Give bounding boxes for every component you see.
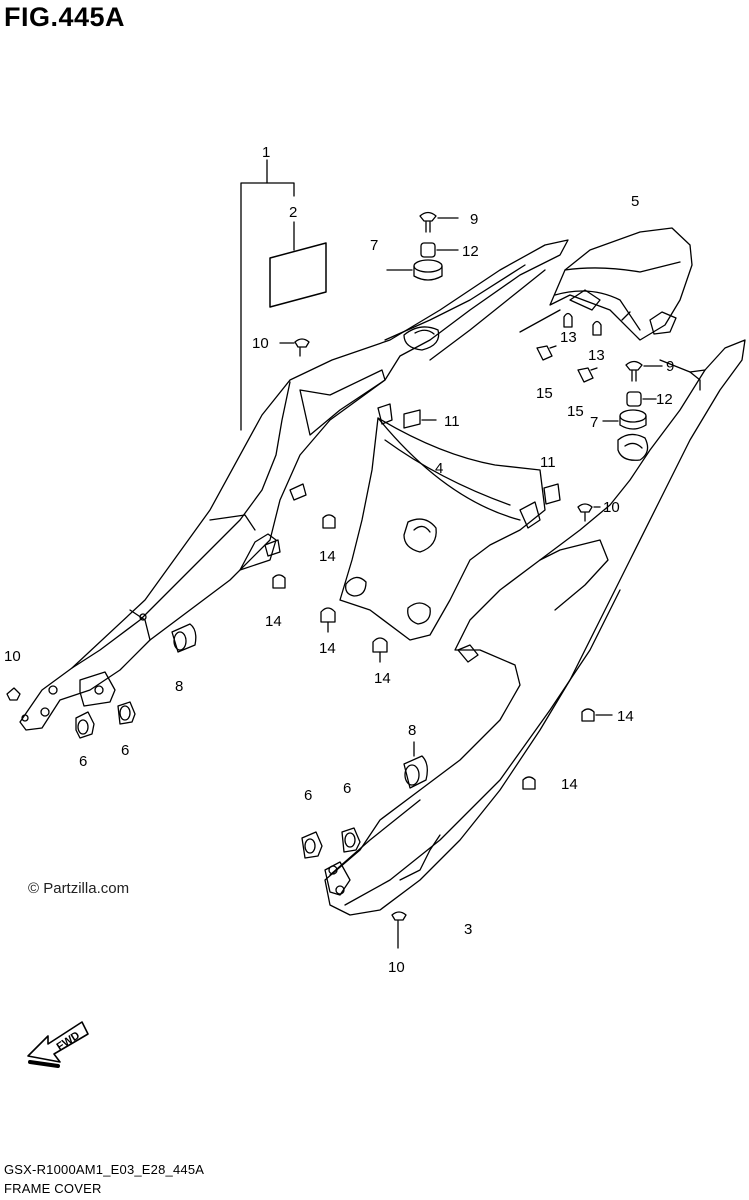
callout-8b: 8 [408,722,416,739]
part-12-collar-top [420,242,459,258]
callout-3: 3 [464,921,472,938]
figure-title: FIG.445A [4,2,126,32]
callout-6c: 6 [304,787,312,804]
diagram-caption: FRAME COVER [4,1181,102,1196]
callout-12a: 12 [462,243,479,260]
callout-11a: 11 [444,413,460,430]
part-7-grommet-right [602,409,647,430]
diagram-code: GSX-R1000AM1_E03_E28_445A [4,1162,205,1177]
callout-11b: 11 [540,454,556,471]
part-14-clips [272,514,613,790]
part-11-nuts [403,409,561,505]
part-5-tail-cover [519,227,693,341]
callout-10c: 10 [4,648,21,665]
part-6-cushions [75,701,361,859]
callout-7a: 7 [370,237,378,254]
callout-2: 2 [289,204,297,221]
callout-7b: 7 [590,414,598,431]
part-13-fasteners [563,312,602,336]
callout-10d: 10 [388,959,405,976]
callout-6a: 6 [79,753,87,770]
callout-10a: 10 [252,335,269,352]
part-3-right-frame-cover [324,339,746,916]
part-1-bracket [240,159,295,431]
callout-10b: 10 [603,499,620,516]
callout-14b: 14 [265,613,282,630]
part-7-grommet-top [386,259,443,281]
fwd-arrow-icon [27,1021,89,1068]
part-12-collar-right [626,391,657,407]
callout-13a: 13 [560,329,577,346]
callouts: 1 2 3 4 5 6 6 6 6 7 7 8 8 9 9 10 10 10 1… [4,144,674,976]
callout-14c: 14 [319,640,336,657]
callout-1: 1 [262,144,270,161]
callout-15a: 15 [536,385,553,402]
callout-5: 5 [631,193,639,210]
part-9-screw-right [625,360,663,382]
callout-14e: 14 [617,708,634,725]
part-1-left-frame-cover [19,239,569,731]
part-9-screw-top [419,211,459,233]
watermark-text: © Partzilla.com [28,880,130,897]
part-10-screws [6,338,601,949]
callout-15b: 15 [567,403,584,420]
callout-13b: 13 [588,347,605,364]
callout-14d: 14 [374,670,391,687]
part-2-label-sticker [269,221,327,308]
callout-6d: 6 [343,780,351,797]
part-15-bolts [536,345,598,383]
callout-8a: 8 [175,678,183,695]
callout-14f: 14 [561,776,578,793]
part-8-rubber-mounts [171,623,428,789]
callout-12b: 12 [656,391,673,408]
callout-14a: 14 [319,548,336,565]
callout-9a: 9 [470,211,478,228]
part-4-center-cover [339,403,546,641]
callout-4: 4 [435,460,443,477]
callout-9b: 9 [666,358,674,375]
callout-6b: 6 [121,742,129,759]
